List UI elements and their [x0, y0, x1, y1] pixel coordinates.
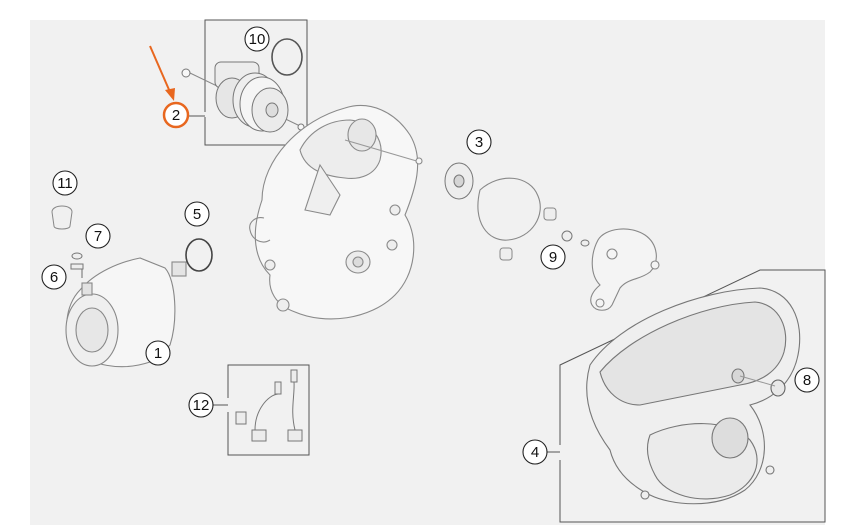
callout-3: 3 [466, 129, 492, 155]
callout-circle [466, 129, 492, 155]
callout-circle [522, 439, 548, 465]
washer-9-part [561, 230, 590, 247]
callout-6: 6 [41, 264, 67, 290]
callout-7: 7 [85, 223, 111, 249]
callout-1: 1 [145, 340, 171, 366]
starter-motor-part [65, 257, 187, 368]
group-frame-brushes [227, 364, 310, 456]
group-frame-starter-gear [204, 19, 308, 146]
callout-circle [540, 244, 566, 270]
callout-9: 9 [540, 244, 566, 270]
callout-circle [52, 170, 78, 196]
callout-label: 8 [803, 372, 811, 389]
callout-label: 5 [193, 206, 201, 223]
callout-label: 12 [193, 397, 210, 414]
callout-label: 1 [154, 345, 162, 362]
callout-12: 12 [188, 392, 214, 418]
callout-10: 10 [244, 26, 270, 52]
callout-8: 8 [794, 367, 820, 393]
engine-case-part [249, 104, 423, 320]
callout-circle [41, 264, 67, 290]
water-pump-cover-9-part [590, 228, 660, 311]
washer-8-part [770, 379, 786, 397]
callout-5: 5 [184, 201, 210, 227]
callout-2: 2 [162, 101, 190, 129]
clutch-cover-part [586, 287, 801, 505]
callout-circle [244, 26, 270, 52]
callout-label: 10 [249, 31, 266, 48]
carbon-brushes-part [235, 369, 303, 442]
dowel-pins-part [499, 207, 557, 261]
group-frame-clutch-cover [559, 269, 826, 523]
callout-label: 9 [549, 249, 557, 266]
nut-washer-parts [70, 252, 84, 270]
callout-circle [85, 223, 111, 249]
callout-label: 11 [57, 175, 73, 192]
callout-label: 2 [172, 107, 180, 124]
o-ring-5-part [185, 238, 213, 272]
callout-circle [184, 201, 210, 227]
callout-circle [162, 101, 190, 129]
leader-line-8 [739, 375, 776, 387]
callout-label: 4 [531, 444, 539, 461]
callout-label: 7 [94, 228, 102, 245]
callout-circle [794, 367, 820, 393]
o-ring-10-part [271, 38, 303, 76]
callout-circle [188, 392, 214, 418]
callout-label: 3 [475, 134, 483, 151]
callout-4: 4 [522, 439, 548, 465]
starter-gear-part [181, 61, 305, 133]
callout-11: 11 [52, 170, 78, 196]
callout-circle [145, 340, 171, 366]
callout-label: 6 [50, 269, 58, 286]
highlight-arrow [149, 45, 175, 101]
gasket-part [477, 177, 541, 241]
cap-11-part [51, 205, 73, 230]
impeller-3-part [444, 162, 474, 200]
